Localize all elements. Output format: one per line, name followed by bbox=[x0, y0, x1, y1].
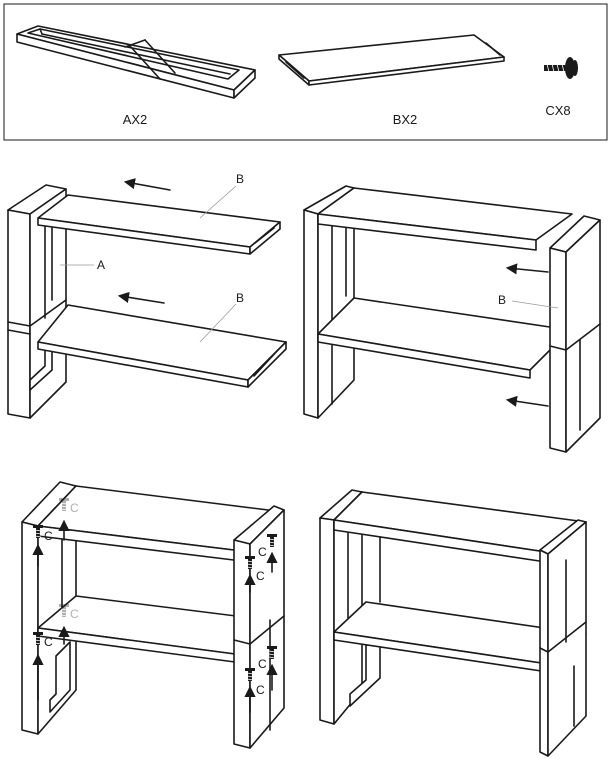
screw-icon bbox=[544, 57, 578, 79]
part-c-label: CX8 bbox=[545, 103, 570, 118]
step-1-illustration bbox=[7, 178, 287, 419]
insert-arrow-bottom bbox=[117, 291, 165, 304]
step1-label-b-top: B bbox=[236, 172, 244, 186]
step3-label-c-6: C bbox=[258, 545, 267, 559]
step3-label-c-5: C bbox=[256, 569, 265, 583]
step3-label-c-4: C bbox=[70, 607, 79, 621]
step-4-illustration bbox=[319, 489, 587, 757]
step1-label-a: A bbox=[97, 258, 105, 272]
parts-panel: AX2 BX2 CX8 bbox=[3, 3, 608, 141]
step-2-illustration bbox=[303, 185, 601, 453]
step3-label-c-7: C bbox=[256, 683, 265, 697]
attach-arrow-bottom bbox=[505, 395, 549, 407]
step3-label-c-8: C bbox=[258, 657, 267, 671]
step1-label-b-bottom: B bbox=[236, 291, 244, 305]
step2-label-b: B bbox=[498, 293, 506, 307]
step3-label-c-1: C bbox=[44, 529, 53, 543]
parts-border bbox=[3, 3, 608, 141]
part-a-label: AX2 bbox=[123, 112, 148, 127]
step-3-illustration bbox=[21, 481, 285, 749]
screw-group-left-bottom bbox=[32, 631, 44, 701]
part-b-label: BX2 bbox=[393, 112, 418, 127]
step3-label-c-3: C bbox=[44, 635, 53, 649]
screw-group-right-top bbox=[244, 533, 278, 593]
screw-group-left-top bbox=[32, 524, 44, 567]
step3-label-c-2: C bbox=[70, 501, 79, 515]
part-b-illustration bbox=[278, 34, 505, 86]
screw-group-right-bottom bbox=[244, 645, 278, 713]
insert-arrow-top bbox=[123, 178, 171, 191]
attach-arrow-top bbox=[505, 263, 549, 275]
part-a-illustration bbox=[16, 25, 256, 99]
